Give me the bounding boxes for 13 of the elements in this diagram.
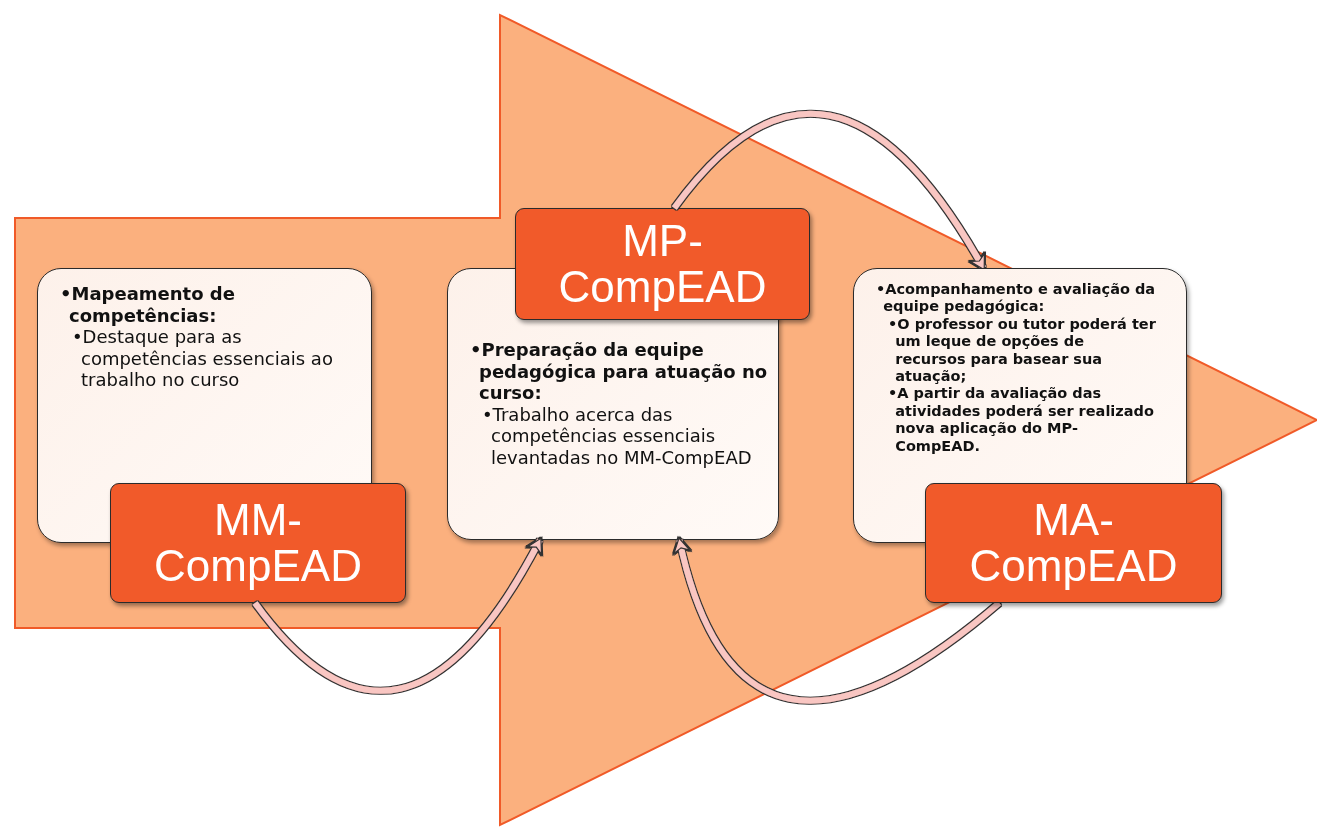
bullet-text: •Trabalho acerca das competências essenciais levantadas no MM-CompEAD	[482, 403, 753, 469]
curved-arrow	[252, 537, 543, 694]
card-heading: •Preparação da equipe pedagógica para atuação no curso:	[470, 339, 768, 404]
card-heading: •Mapeamento de competências:	[60, 283, 236, 327]
stage-label-box: MM- CompEAD	[110, 483, 406, 603]
curved-arrow	[674, 537, 1002, 704]
stage-label-box: MA- CompEAD	[925, 483, 1222, 603]
bullet-text: •Destaque para as competências essenciais ao trabalho no curso	[72, 326, 334, 391]
bullet-text: •A partir da avaliação das atividades poderá ser realizado nova aplicação do MP-CompEAD.	[888, 385, 1155, 455]
stage-label-box: MP- CompEAD	[515, 208, 810, 320]
card-heading: •Acompanhamento e avaliação da equipe pedagógica:	[876, 281, 1157, 316]
bullet-text: •O professor ou tutor poderá ter um leque de opções de recursos para basear sua atuação;	[888, 315, 1157, 386]
curved-arrow	[671, 110, 986, 271]
